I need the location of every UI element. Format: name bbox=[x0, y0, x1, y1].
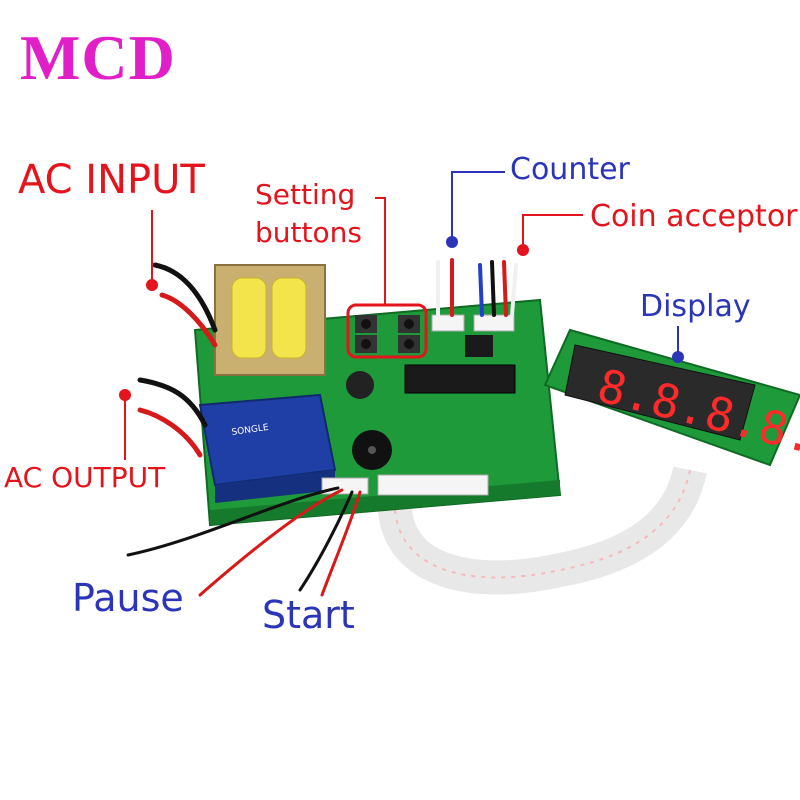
wires bbox=[126, 258, 518, 597]
display-board: 8.8.8.8. bbox=[543, 328, 800, 467]
counter-connector bbox=[431, 314, 465, 332]
transformer bbox=[214, 264, 326, 376]
setting-buttons bbox=[346, 303, 428, 359]
coin-connector bbox=[473, 314, 515, 332]
coin-acceptor-label: Coin acceptor bbox=[590, 199, 798, 234]
mcu-chip bbox=[404, 364, 516, 394]
setting-buttons-label-line2: buttons bbox=[255, 216, 362, 249]
brand-logo: MCD bbox=[20, 22, 176, 93]
display-connector bbox=[377, 474, 489, 496]
ac-input-label: AC INPUT bbox=[18, 157, 205, 203]
counter-label: Counter bbox=[510, 152, 630, 187]
ac-output-label: AC OUTPUT bbox=[4, 461, 166, 494]
start-label: Start bbox=[262, 593, 355, 637]
relay: SONGLE bbox=[198, 393, 337, 503]
display-label: Display bbox=[640, 289, 751, 324]
pause-label: Pause bbox=[72, 576, 184, 620]
setting-buttons-label-line1: Setting bbox=[255, 178, 356, 211]
ribbon-cable bbox=[378, 466, 707, 595]
